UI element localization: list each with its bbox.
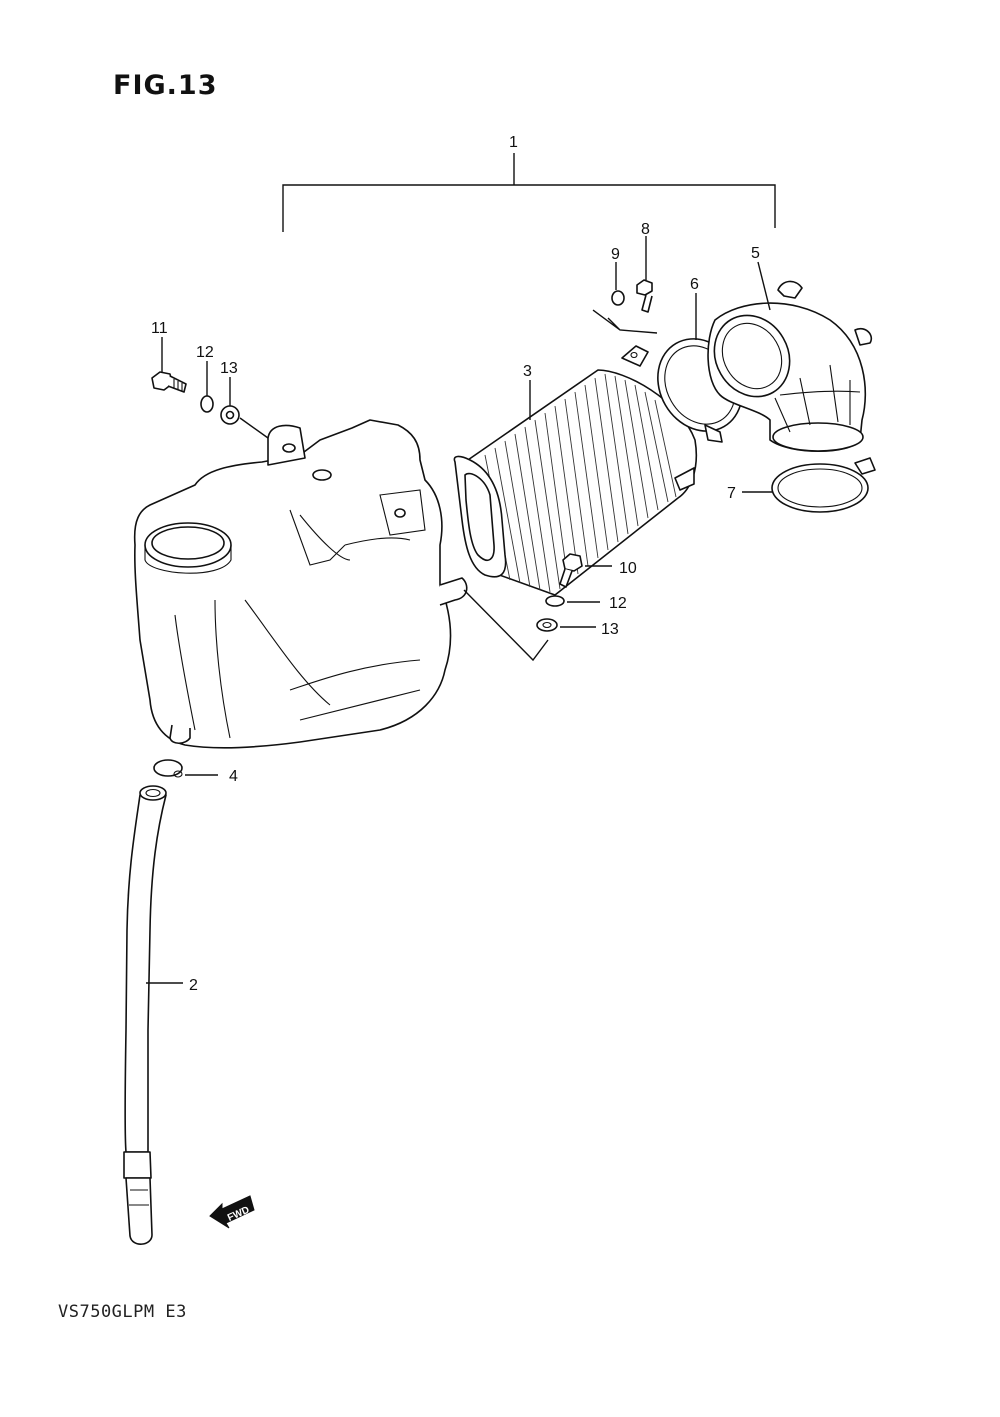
callout-6: 6 [690, 276, 699, 293]
forward-arrow-icon: FWD [209, 1195, 255, 1229]
hose-band-7 [742, 457, 876, 513]
callout-10: 10 [619, 560, 637, 577]
callout-13-right: 13 [601, 621, 619, 638]
bolt-11 [151, 371, 187, 393]
lock-washer-12b [545, 595, 600, 607]
callout-5: 5 [751, 245, 760, 262]
clamp-4 [153, 759, 218, 778]
callout-3: 3 [523, 363, 532, 380]
lock-washer-12a [200, 395, 214, 413]
callout-8: 8 [641, 221, 650, 238]
washer-13b [536, 618, 596, 632]
screw-8 [636, 279, 653, 313]
drain-hose-2 [123, 785, 183, 1245]
callout-11: 11 [151, 320, 168, 337]
callout-12-left: 12 [196, 344, 214, 361]
bolt-10 [559, 553, 612, 588]
washer-13a [220, 405, 240, 425]
callout-leaders [161, 236, 771, 439]
model-code: VS750GLPM E3 [58, 1302, 187, 1322]
callout-numbers: 1 2 3 4 5 6 7 8 9 10 11 12 13 12 13 [151, 134, 760, 994]
air-cleaner-housing [133, 419, 468, 749]
callout-7: 7 [727, 485, 736, 502]
leader-12-13 [463, 589, 549, 662]
callout-12-right: 12 [609, 595, 627, 612]
figure-title: FIG.13 [113, 70, 218, 101]
callout-1: 1 [509, 134, 518, 151]
filter-element-3 [453, 345, 698, 596]
assembly-bracket [282, 153, 776, 232]
callout-2: 2 [189, 977, 198, 994]
washer-9 [611, 290, 625, 306]
callout-13-left: 13 [220, 360, 238, 377]
callout-4: 4 [229, 768, 238, 785]
leader-9-8 [592, 309, 658, 334]
callout-9: 9 [611, 246, 620, 263]
intake-duct-5 [707, 280, 873, 452]
